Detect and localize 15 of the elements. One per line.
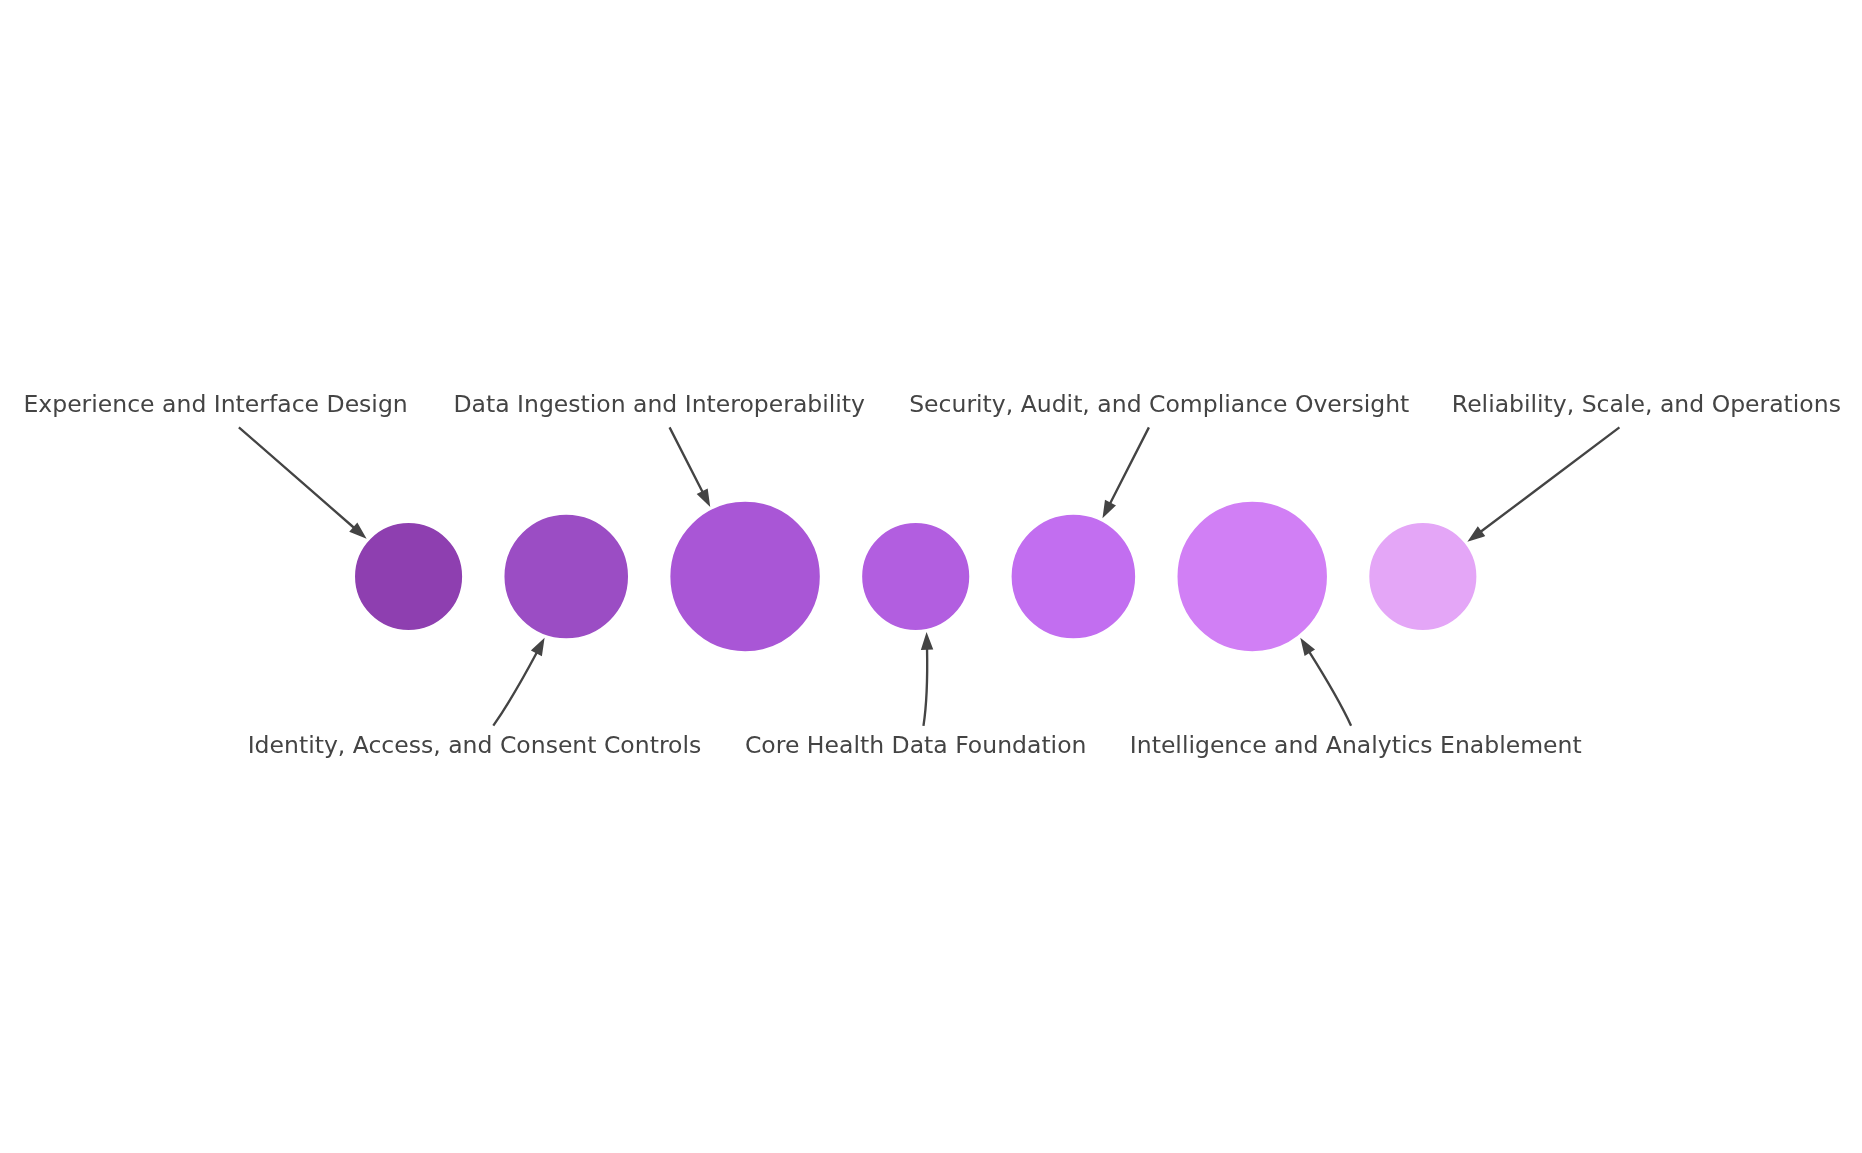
node-text: Experience and Interface Design	[23, 389, 408, 418]
node-text: Core Health Data Foundation	[744, 731, 1087, 759]
node-gear	[1008, 511, 1139, 642]
arrow	[238, 426, 367, 539]
node-text: Intelligence and Analytics Enablement	[1129, 731, 1582, 759]
arrow	[920, 632, 934, 727]
node-text: Security, Audit, and Compliance Oversight	[909, 389, 1410, 418]
arrow	[492, 637, 545, 727]
arrow	[668, 426, 711, 507]
node-text: Identity, Access, and Consent Controls	[247, 731, 702, 759]
arrow	[1300, 637, 1353, 727]
node-text: Data Ingestion and Interoperability	[453, 389, 865, 418]
node-text: Reliability, Scale, and Operations	[1451, 389, 1841, 418]
arrow	[1467, 426, 1621, 542]
arrow	[1102, 426, 1150, 519]
